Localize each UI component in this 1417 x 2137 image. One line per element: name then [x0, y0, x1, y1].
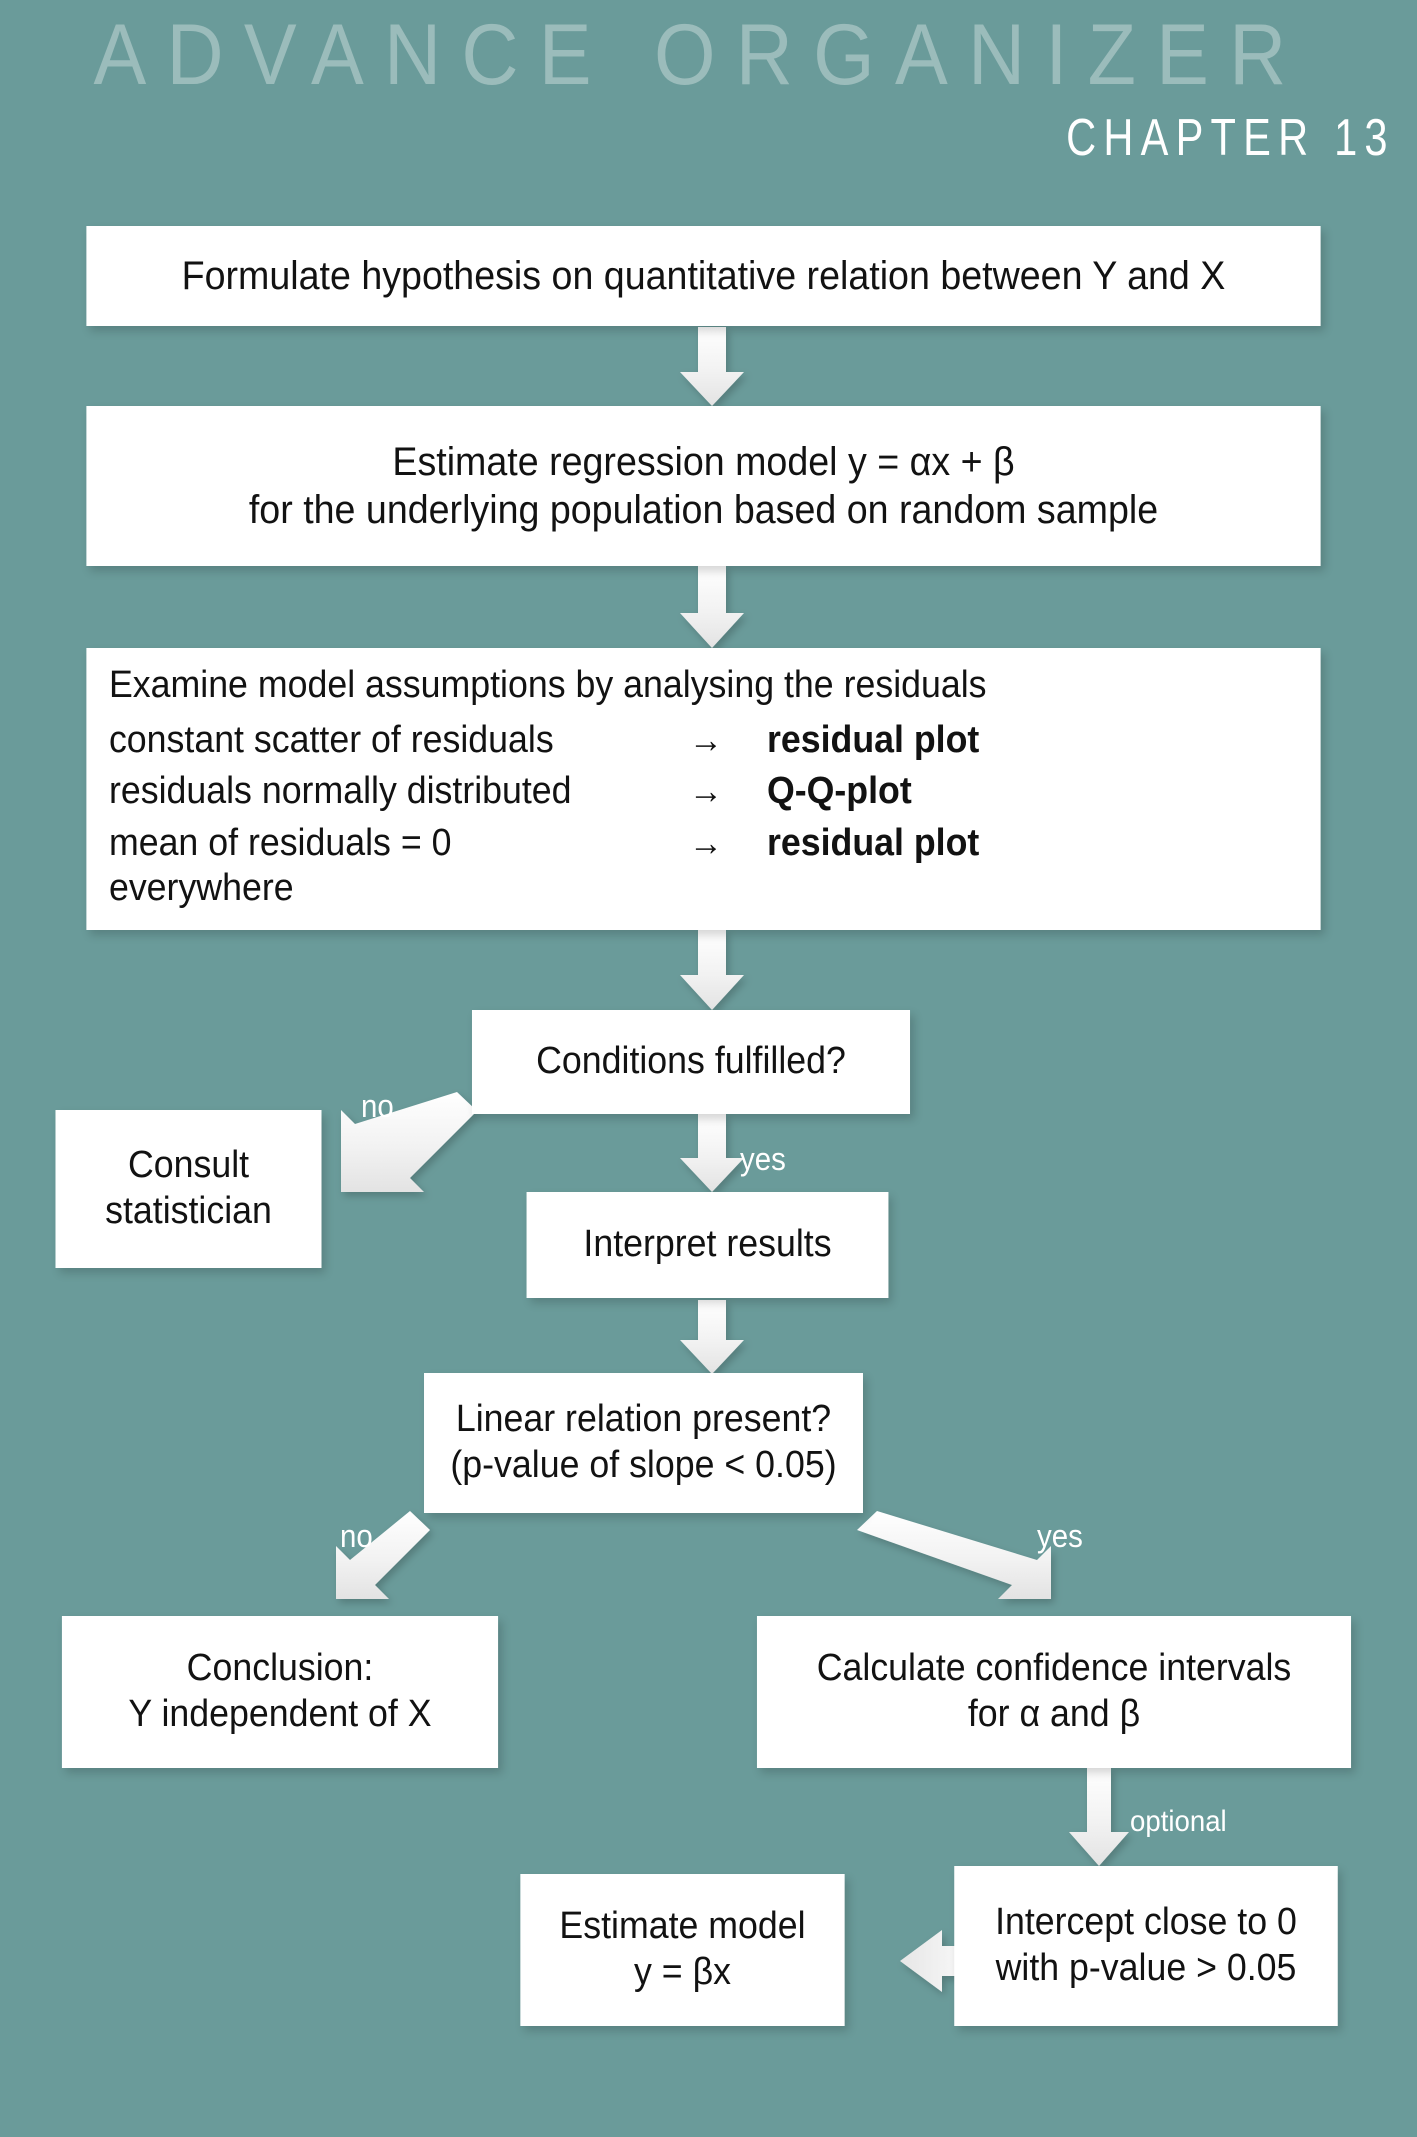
assumption-tool: Q-Q-plot — [766, 770, 912, 813]
arrow-optional — [1069, 1768, 1129, 1866]
node-interpret-results-text: Interpret results — [583, 1223, 832, 1266]
node-conclusion-line1: Conclusion: — [186, 1647, 374, 1690]
chapter-label: CHAPTER 13 — [1066, 109, 1395, 167]
right-arrow-icon: → — [688, 718, 723, 760]
node-interpret-results[interactable]: Interpret results — [526, 1192, 889, 1298]
node-estimate-regression-model-line1: Estimate regression model y = αx + β — [392, 440, 1015, 484]
right-arrow-icon: → — [688, 770, 723, 812]
edge-label-optional: optional — [1130, 1805, 1227, 1838]
node-consult-statistician-line1: Consult — [127, 1144, 250, 1187]
assumption-condition: residuals normally distributed — [108, 770, 572, 813]
arrow-linear-no — [336, 1511, 430, 1599]
arrow-estimate-to-assumptions — [680, 566, 744, 648]
arrow-conditions-yes — [680, 1114, 744, 1192]
node-calculate-confidence-intervals[interactable]: Calculate confidence intervals for α and… — [756, 1616, 1352, 1768]
node-conditions-fulfilled[interactable]: Conditions fulfilled? — [471, 1010, 911, 1114]
node-estimate-beta-line1: Estimate model — [559, 1905, 806, 1948]
node-confidence-line2: for α and β — [967, 1693, 1141, 1735]
node-linear-relation-line2: (p-value of slope < 0.05) — [450, 1444, 837, 1486]
node-confidence-line1: Calculate confidence intervals — [816, 1647, 1292, 1690]
node-estimate-model-beta[interactable]: Estimate model y = βx — [520, 1874, 845, 2026]
node-estimate-beta-line2: y = βx — [634, 1951, 731, 1993]
node-linear-relation-present[interactable]: Linear relation present? (p-value of slo… — [424, 1373, 863, 1513]
node-estimate-regression-model[interactable]: Estimate regression model y = αx + β for… — [86, 406, 1321, 566]
edge-label-conditions-no: no — [361, 1088, 394, 1124]
page-title: ADVANCE ORGANIZER — [93, 7, 1307, 103]
arrow-assumptions-to-conditions — [680, 930, 744, 1010]
assumptions-table: constant scatter of residuals → residual… — [109, 715, 1298, 915]
table-row: mean of residuals = 0 everywhere → resid… — [109, 818, 1298, 915]
table-row: constant scatter of residuals → residual… — [109, 715, 1298, 767]
node-conclusion-independent[interactable]: Conclusion: Y independent of X — [61, 1616, 499, 1768]
right-arrow-icon: → — [688, 821, 723, 863]
edge-label-linear-yes: yes — [1037, 1518, 1083, 1554]
edge-label-linear-no: no — [340, 1518, 373, 1554]
edge-label-conditions-yes: yes — [740, 1141, 786, 1177]
node-intercept-line2: with p-value > 0.05 — [995, 1947, 1297, 1989]
assumptions-heading: Examine model assumptions by analysing t… — [108, 664, 987, 707]
node-intercept-close-to-zero[interactable]: Intercept close to 0 with p-value > 0.05 — [954, 1866, 1338, 2026]
node-estimate-regression-model-line2: for the underlying population based on r… — [248, 488, 1159, 532]
node-conclusion-line2: Y independent of X — [128, 1693, 432, 1735]
assumption-condition: mean of residuals = 0 everywhere — [108, 821, 452, 910]
node-linear-relation-line1: Linear relation present? — [455, 1398, 832, 1441]
node-consult-statistician-line2: statistician — [105, 1190, 272, 1232]
node-conditions-fulfilled-text: Conditions fulfilled? — [536, 1040, 846, 1083]
node-formulate-hypothesis-text: Formulate hypothesis on quantitative rel… — [181, 254, 1226, 298]
node-formulate-hypothesis[interactable]: Formulate hypothesis on quantitative rel… — [86, 226, 1321, 326]
arrow-intercept-to-estimate-beta — [900, 1930, 989, 1992]
node-consult-statistician[interactable]: Consult statistician — [55, 1110, 322, 1268]
table-row: residuals normally distributed → Q-Q-plo… — [109, 766, 1298, 818]
arrow-formulate-to-estimate — [680, 327, 744, 406]
assumption-tool: residual plot — [766, 821, 980, 864]
node-examine-assumptions[interactable]: Examine model assumptions by analysing t… — [86, 648, 1321, 930]
arrow-linear-yes — [857, 1511, 1051, 1599]
arrow-interpret-to-linear — [680, 1300, 744, 1374]
assumption-tool: residual plot — [766, 718, 980, 761]
assumption-condition: constant scatter of residuals — [108, 718, 554, 761]
arrow-conditions-no — [341, 1092, 477, 1192]
node-intercept-line1: Intercept close to 0 — [995, 1901, 1297, 1944]
